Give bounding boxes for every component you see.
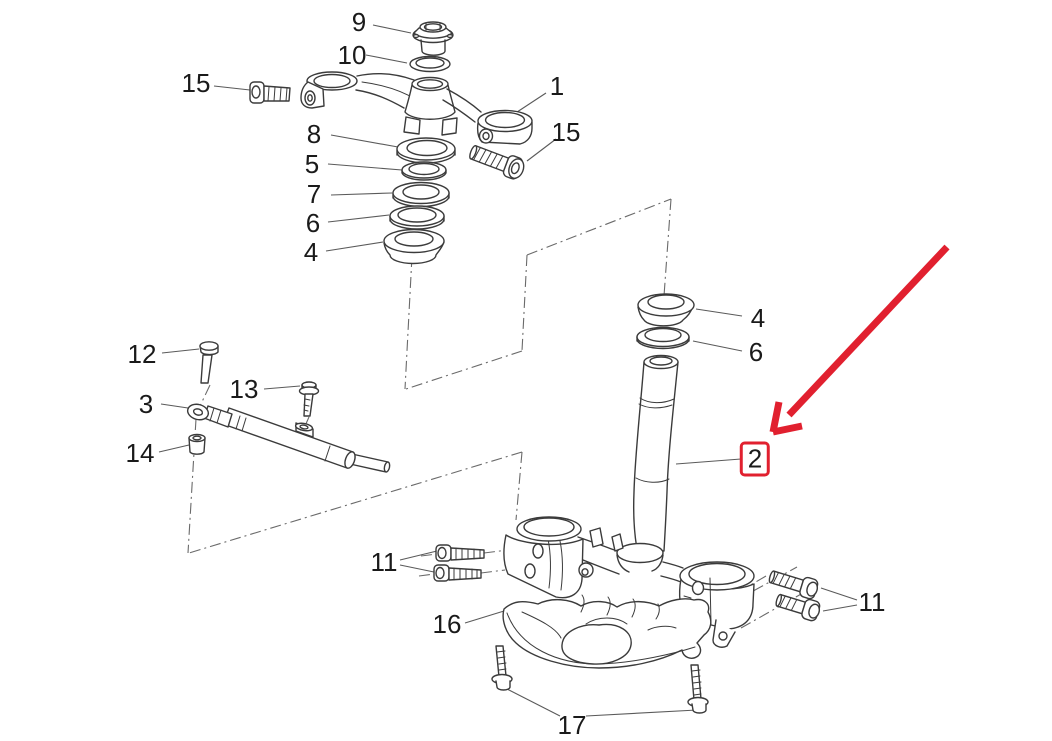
callout-9: 9 — [351, 7, 367, 37]
part-bolts-17 — [491, 645, 709, 714]
callout-4-left: 4 — [303, 237, 319, 267]
part-washer-6 — [389, 205, 445, 230]
part-bolt-15-left — [249, 81, 291, 104]
part-washer-8 — [396, 137, 456, 164]
part-stem-nut — [412, 21, 454, 56]
callout-10: 10 — [337, 40, 367, 70]
part-top-yoke — [300, 71, 533, 145]
callout-7: 7 — [306, 179, 322, 209]
part-washer-5 — [401, 161, 447, 181]
part-bolts-11-left — [433, 544, 485, 582]
part-bearing-4-right — [637, 293, 695, 327]
callout-16: 16 — [432, 609, 462, 639]
callout-3: 3 — [138, 389, 154, 419]
callout-5: 5 — [304, 149, 320, 179]
callout-2-highlighted: 2 — [739, 441, 771, 477]
callout-6-right: 6 — [748, 337, 764, 367]
callout-17: 17 — [557, 710, 587, 740]
part-bearing-4-left — [383, 228, 445, 265]
part-heat-shield — [502, 594, 712, 669]
callout-8: 8 — [306, 119, 322, 149]
callout-11-left: 11 — [370, 547, 398, 577]
callout-4-right: 4 — [750, 303, 766, 333]
callout-1: 1 — [549, 71, 565, 101]
callout-15-left: 15 — [181, 68, 211, 98]
part-steering-damper — [186, 403, 391, 473]
part-bolt-12 — [199, 341, 219, 384]
part-seal-6-right — [636, 326, 690, 350]
callout-11-right: 11 — [858, 587, 886, 617]
part-washer-10 — [409, 55, 451, 73]
part-bolt-15-right — [469, 145, 525, 180]
construction-lines — [187, 198, 804, 629]
callout-14: 14 — [125, 438, 155, 468]
part-bolts-11-right — [768, 570, 821, 622]
part-bearing-7 — [392, 181, 450, 208]
part-spacer-14 — [188, 433, 206, 455]
callout-15-right: 15 — [551, 117, 581, 147]
red-attention-arrow — [769, 244, 950, 436]
part-steering-stem — [632, 354, 679, 552]
callout-6-left: 6 — [305, 208, 321, 238]
part-bolt-13 — [298, 381, 320, 417]
callout-13: 13 — [229, 374, 259, 404]
callout-12: 12 — [127, 339, 157, 369]
